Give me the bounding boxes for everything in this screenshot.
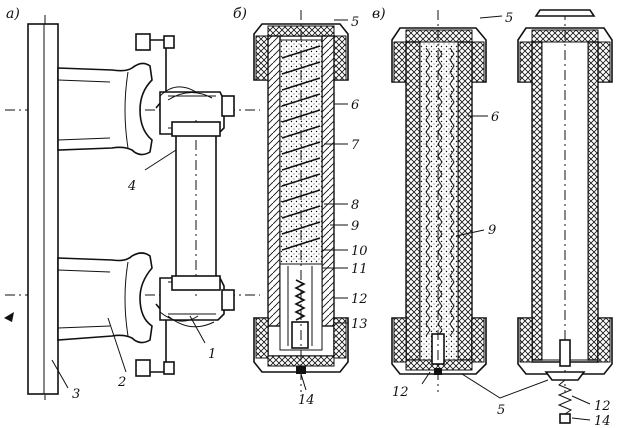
callouts-v: 5 6 9 12 5 12 14 [392,11,611,428]
b-tube-wall-right [321,35,335,327]
callout-v-14: 14 [594,414,611,428]
callout-b-11: 11 [351,262,368,277]
callout-b-7: 7 [351,138,360,153]
callout-b-14: 14 [298,393,315,408]
bolt-top [135,33,151,51]
upper-insulator [57,62,153,156]
figure-captions: а) б) в) [6,6,386,22]
figure-v [391,9,613,424]
v-striker-pin [559,339,571,367]
callouts-a: 1 2 3 4 [72,179,216,402]
callout-a-2: 2 [117,375,126,390]
figure-b [253,10,349,392]
callout-v-5-top: 5 [505,11,513,26]
callout-b-13: 13 [351,317,368,332]
b-striker [291,321,309,349]
v-top-disc [534,9,596,17]
b-tube-wall-left [267,35,281,327]
bolt-bottom [135,359,151,377]
callout-b-6: 6 [351,98,359,113]
callout-b-10: 10 [351,244,368,259]
base-plate [27,23,59,395]
caption-b: б) [233,6,247,22]
v-tube-wall-right [457,41,473,361]
callout-b-8: 8 [351,198,359,213]
callout-v-12-right: 12 [594,399,611,414]
callout-b-5: 5 [351,15,359,30]
callouts-b: 5 6 7 8 9 10 11 12 13 14 [298,15,368,408]
callout-a-1: 1 [208,347,216,362]
figure-a [4,15,260,400]
caption-v: в) [372,6,386,22]
callout-a-4: 4 [127,179,136,194]
callout-v-12-left: 12 [392,385,409,400]
callout-b-12: 12 [351,292,368,307]
callout-v-6: 6 [491,110,499,125]
lower-insulator [57,252,153,344]
callout-v-5-bottom: 5 [497,403,505,418]
v-tube-wall-left [405,41,421,361]
callout-v-9: 9 [488,223,496,238]
callout-b-9: 9 [351,219,359,234]
callout-a-3: 3 [72,387,80,402]
caption-a: а) [6,6,20,22]
